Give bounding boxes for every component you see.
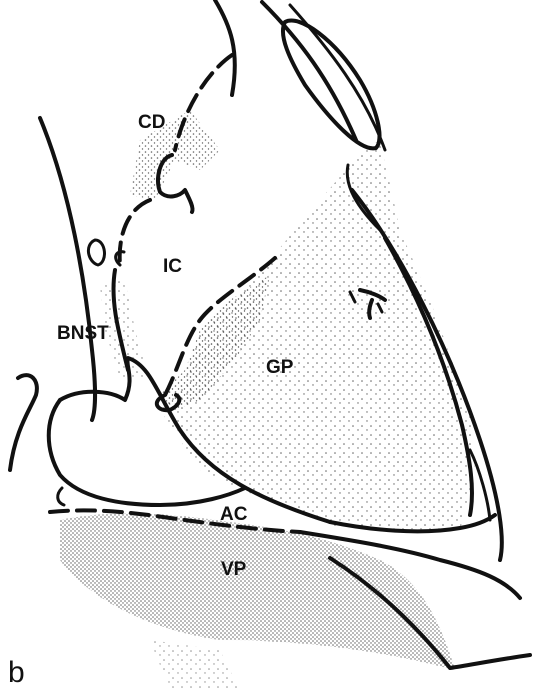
label-gp: GP xyxy=(266,357,294,378)
label-bnst: BNST xyxy=(57,323,109,344)
label-cd: CD xyxy=(138,112,165,133)
label-vp: VP xyxy=(221,559,247,580)
label-ic: IC xyxy=(163,256,182,277)
label-ac: AC xyxy=(220,504,248,525)
panel-label: b xyxy=(8,656,25,689)
